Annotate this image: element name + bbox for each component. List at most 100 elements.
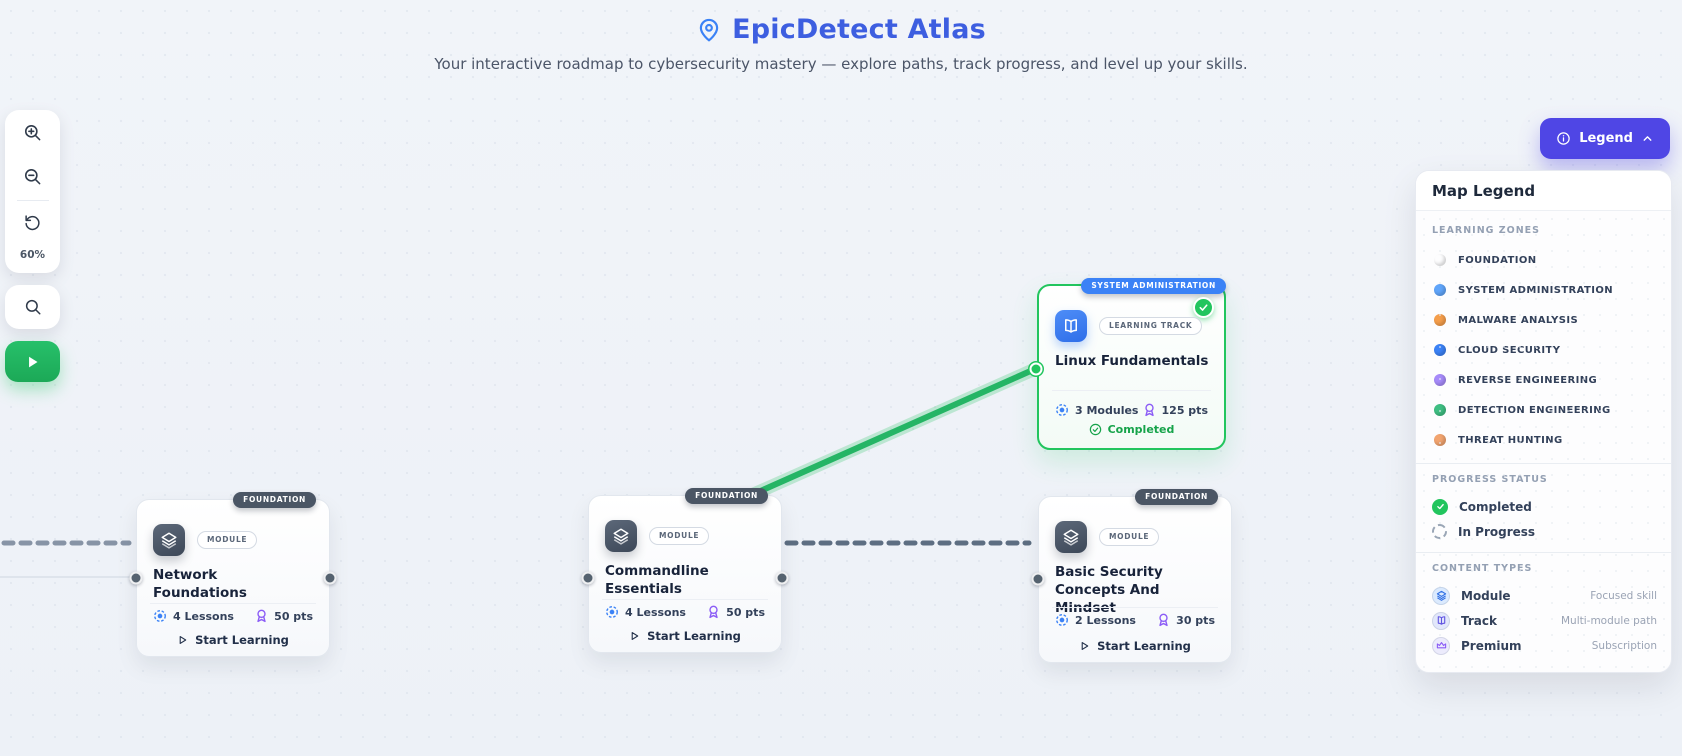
legend-title: Map Legend [1416, 171, 1671, 211]
points-count: 125 pts [1143, 403, 1208, 417]
node-title: Commandline Essentials [605, 563, 709, 598]
connector-dot [129, 571, 143, 585]
lessons-count: 4 Lessons [153, 609, 234, 623]
node-type-pill: MODULE [649, 527, 710, 545]
node-type-pill: MODULE [197, 531, 258, 549]
search-icon [25, 299, 40, 315]
lessons-icon [1056, 404, 1068, 416]
track-icon [1432, 611, 1450, 630]
connector-dot [775, 571, 789, 585]
lessons-count: 2 Lessons [1055, 613, 1136, 627]
page-header: EpicDetect Atlas Your interactive roadma… [0, 0, 1682, 73]
layers-icon [605, 520, 637, 552]
zone-color-dot [1434, 284, 1446, 296]
legend-content-row: Premium Subscription [1430, 633, 1657, 658]
zone-badge: FOUNDATION [1135, 489, 1218, 505]
legend-zone-row: REVERSE ENGINEERING [1430, 365, 1657, 395]
play-tour-button[interactable] [5, 341, 60, 382]
zone-color-dot [1434, 374, 1446, 386]
completed-check-icon [1193, 297, 1214, 318]
search-button[interactable] [5, 285, 60, 329]
lessons-icon [1056, 614, 1068, 626]
node-type-pill: MODULE [1099, 528, 1160, 546]
map-legend-panel: Map Legend LEARNING ZONES FOUNDATION SYS… [1415, 170, 1672, 673]
reset-view-button[interactable] [5, 203, 60, 241]
zone-color-dot [1434, 344, 1446, 356]
legend-content-row: Track Multi-module path [1430, 608, 1657, 633]
legend-toggle-button[interactable]: Legend [1540, 118, 1670, 159]
connector-dot [1031, 572, 1045, 586]
legend-zone-row: THREAT HUNTING [1430, 425, 1657, 455]
node-card-commandline-essentials[interactable]: FOUNDATION MODULE Commandline Essentials… [588, 488, 782, 653]
layers-icon [1055, 521, 1087, 553]
node-card-basic-security-concepts[interactable]: FOUNDATION MODULE Basic Security Concept… [1038, 489, 1232, 663]
legend-button-label: Legend [1579, 131, 1633, 146]
divider [1416, 463, 1671, 464]
node-card-network-foundations[interactable]: FOUNDATION MODULE Network Foundations 4 … [136, 492, 330, 657]
legend-section-zones: LEARNING ZONES [1432, 225, 1540, 236]
rotate-ccw-icon [25, 214, 40, 230]
points-count: 30 pts [1157, 613, 1215, 627]
zoom-level-label: 60% [19, 249, 46, 261]
check-icon [1432, 498, 1448, 515]
map-pin-icon [699, 18, 719, 42]
start-learning-button[interactable]: Start Learning [589, 629, 781, 643]
legend-zone-row: MALWARE ANALYSIS [1430, 305, 1657, 335]
legend-zone-row: SYSTEM ADMINISTRATION [1430, 275, 1657, 305]
divider [602, 599, 768, 600]
legend-progress-row: Completed [1430, 494, 1657, 519]
legend-content-row: Module Focused skill [1430, 583, 1657, 608]
lessons-icon [606, 606, 618, 618]
play-icon [29, 356, 38, 367]
completed-status: Completed [1039, 423, 1224, 436]
zone-badge: FOUNDATION [233, 492, 316, 508]
check-circle-icon [1089, 423, 1101, 436]
divider [1416, 552, 1671, 553]
map-toolbar: 60% [5, 110, 60, 382]
zoom-out-icon [24, 168, 41, 184]
zone-badge: FOUNDATION [685, 488, 768, 504]
start-learning-button[interactable]: Start Learning [1039, 639, 1231, 653]
medal-icon [1144, 403, 1154, 417]
zone-badge: SYSTEM ADMINISTRATION [1081, 278, 1226, 294]
layers-icon [153, 524, 185, 556]
points-count: 50 pts [707, 605, 765, 619]
legend-progress-row: In Progress [1430, 519, 1657, 544]
medal-icon [257, 609, 266, 623]
info-icon [1557, 132, 1570, 145]
connector-dot [581, 571, 595, 585]
page-subtitle: Your interactive roadmap to cybersecurit… [434, 54, 1248, 73]
divider [1052, 607, 1218, 608]
zone-color-dot [1434, 434, 1446, 446]
play-outline-icon [179, 636, 187, 644]
zone-color-dot [1434, 254, 1446, 266]
divider [150, 603, 316, 604]
zoom-in-icon [24, 124, 41, 140]
play-outline-icon [1081, 642, 1089, 650]
modules-count: 3 Modules [1055, 403, 1138, 417]
legend-section-content: CONTENT TYPES [1432, 563, 1533, 574]
points-count: 50 pts [255, 609, 313, 623]
module-icon [1432, 586, 1450, 605]
legend-zone-row: FOUNDATION [1430, 245, 1657, 275]
play-outline-icon [631, 632, 639, 640]
lessons-icon [154, 610, 166, 622]
edge-completed-path [726, 366, 1038, 508]
dashed-circle-icon [1432, 524, 1447, 539]
node-type-pill: LEARNING TRACK [1099, 317, 1203, 335]
zoom-out-button[interactable] [5, 154, 60, 198]
zone-color-dot [1434, 404, 1446, 416]
page-title: EpicDetect Atlas [696, 14, 986, 45]
node-card-linux-fundamentals[interactable]: SYSTEM ADMINISTRATION LEARNING TRACK Lin… [1037, 278, 1226, 450]
legend-zone-row: CLOUD SECURITY [1430, 335, 1657, 365]
medal-icon [1159, 613, 1168, 627]
node-title: Network Foundations [153, 567, 247, 602]
zoom-in-button[interactable] [5, 110, 60, 154]
start-learning-button[interactable]: Start Learning [137, 633, 329, 647]
legend-section-progress: PROGRESS STATUS [1432, 474, 1548, 485]
connector-dot [323, 571, 337, 585]
divider [16, 200, 49, 201]
lessons-count: 4 Lessons [605, 605, 686, 619]
